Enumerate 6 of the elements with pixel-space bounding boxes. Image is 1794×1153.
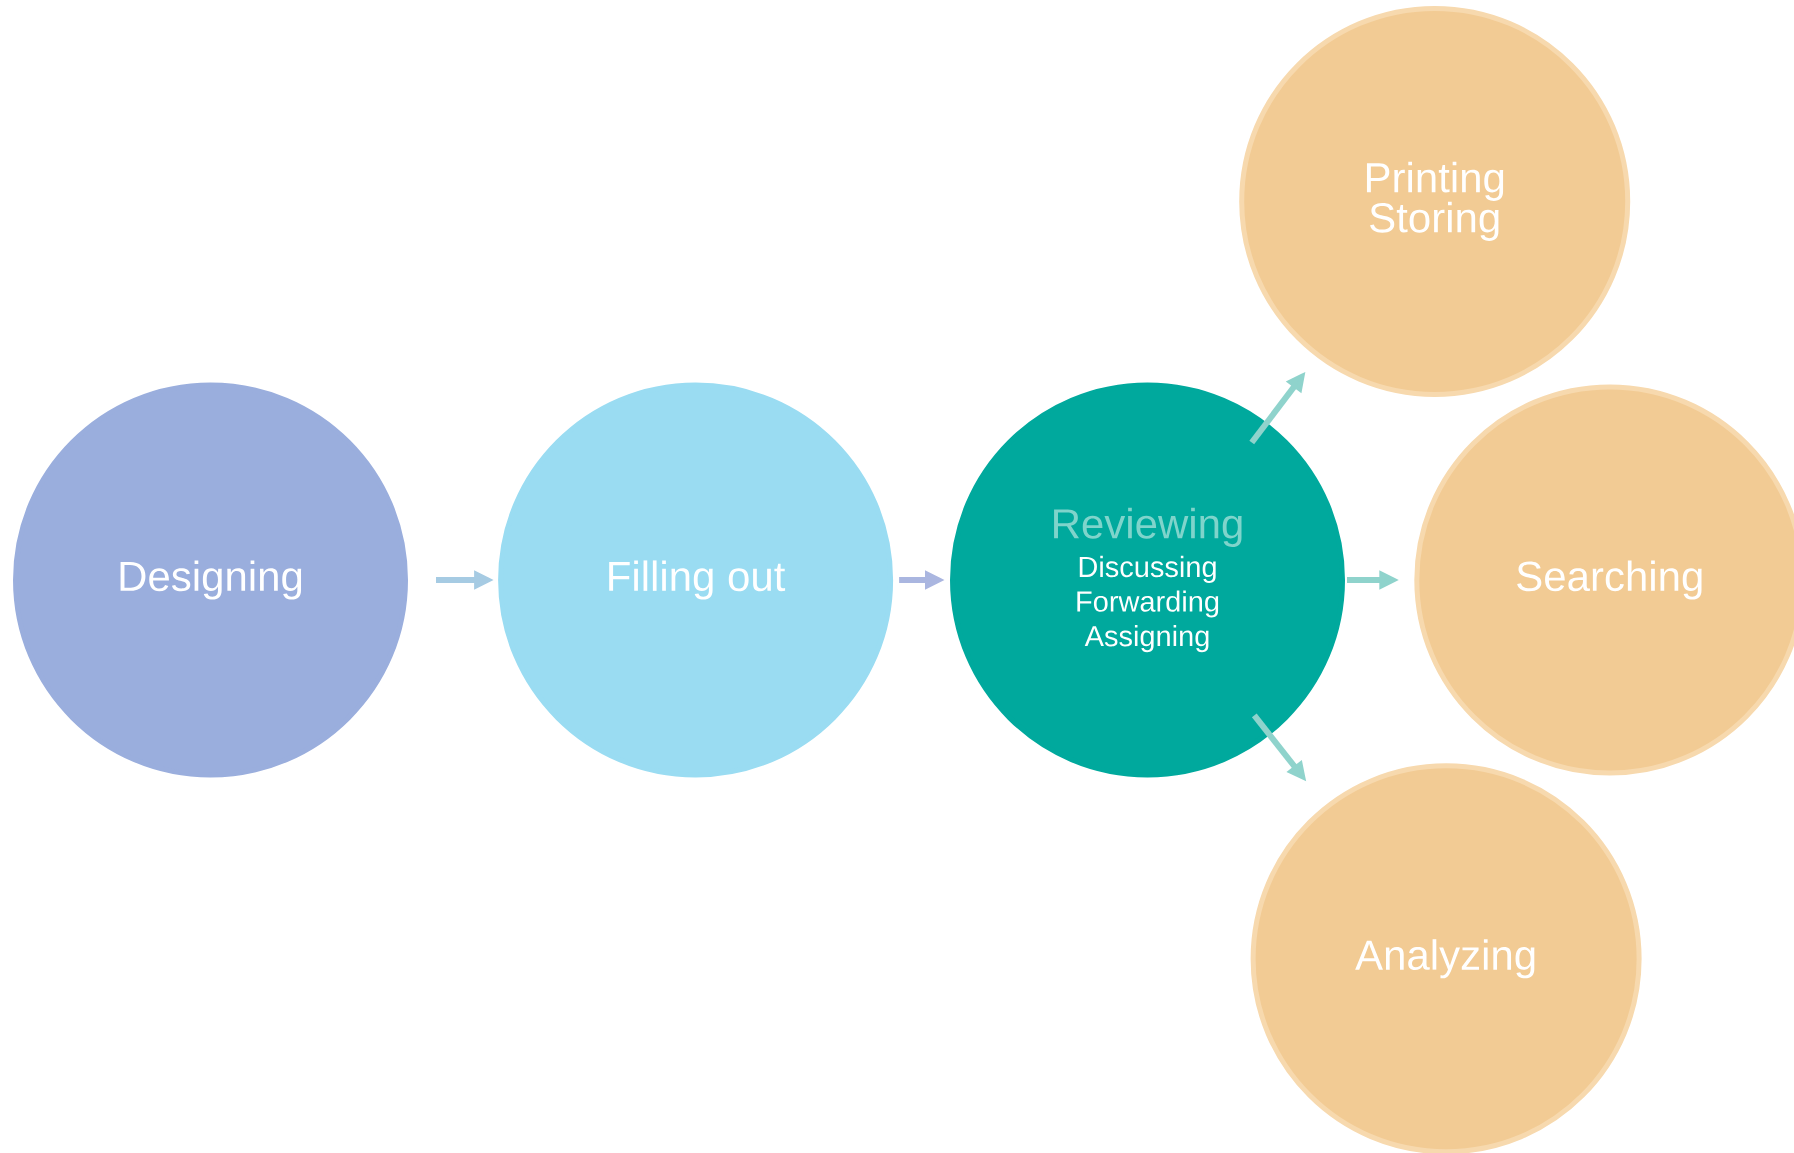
circle-node: Filling out xyxy=(498,382,894,778)
circle-node: Printing Storing xyxy=(1239,5,1631,397)
circle-node: Analyzing xyxy=(1250,763,1642,1153)
circle-node: Reviewing Discussing Forwarding Assigning xyxy=(950,382,1345,778)
circle-node: Searching xyxy=(1414,384,1794,776)
circle-node: Designing xyxy=(13,382,408,778)
